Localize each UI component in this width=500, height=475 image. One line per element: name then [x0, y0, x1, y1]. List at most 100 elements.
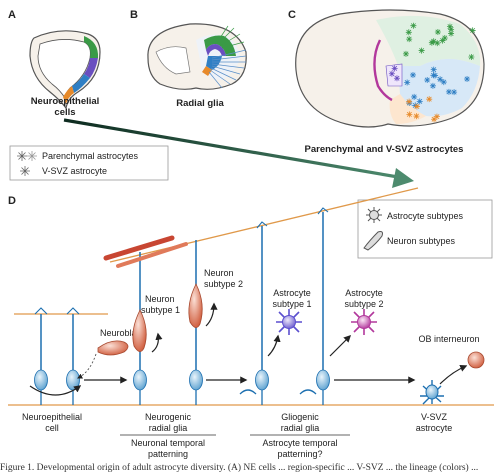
label-vsvz-astrocyte-line1: V-SVZ [421, 412, 448, 422]
label-neuronal-temporal-line1: Neuronal temporal [131, 438, 205, 448]
panel-c-letter: C [288, 9, 296, 21]
lineage-arrow [63, 118, 414, 188]
astrocyte-star [413, 103, 420, 110]
astrocyte-star [469, 27, 476, 34]
astrocyte-star [464, 75, 471, 82]
panel-a-letter: A [8, 9, 16, 21]
label-gliogenic-rg-line1: Gliogenic [281, 412, 319, 422]
astrocyte-star [428, 39, 435, 46]
astrocyte-star [434, 40, 441, 47]
panel-b-label: Radial glia [176, 98, 224, 109]
label-neuronal-temporal-line2: patterning [148, 449, 188, 459]
astrocyte-star [430, 66, 437, 73]
astrocyte-star [451, 89, 458, 96]
radial-fibers [40, 212, 324, 378]
astrocyte-subtype-icon [366, 207, 382, 223]
astrocyte-star [448, 26, 455, 33]
cell-feet [40, 389, 324, 405]
panel-b-letter: B [130, 9, 138, 21]
neuroblast-dotted-arrow [77, 353, 97, 379]
blood-vessels [103, 235, 188, 268]
pial-line-slanted [109, 187, 419, 263]
astrocyte-star [404, 79, 411, 86]
legend-neuron-subtypes: Neuron subtypes [387, 236, 456, 246]
panel-c-label: Parenchymal and V-SVZ astrocytes [305, 144, 464, 155]
astrocyte-subtype-2-cell [351, 309, 377, 335]
label-neuroepithelial-cell-line1: Neuroepithelial [22, 412, 82, 422]
astrocyte-star [391, 65, 398, 72]
cell-body-rg-3 [255, 369, 269, 391]
radial-glia-section-drawing [147, 23, 247, 90]
neuroblast-cell [97, 340, 129, 356]
cell-body-rg-1 [133, 369, 147, 391]
label-ob-interneuron: OB interneuron [418, 334, 479, 344]
astrocyte-stars-group [388, 22, 476, 123]
astrocyte-star [413, 113, 420, 120]
neuron-subtype-2-cell [188, 283, 203, 328]
right-legend: Astrocyte subtypes Neuron subtypes [357, 199, 493, 259]
top-endfeet [34, 207, 329, 315]
astrocyte-star [406, 111, 413, 118]
astrocyte-star [439, 37, 446, 44]
label-neurogenic-rg-line2: radial glia [149, 423, 188, 433]
astrocyte-star [445, 88, 452, 95]
astrocyte-star [406, 36, 413, 43]
astrocyte-star [405, 29, 412, 36]
astrocyte-star [416, 98, 423, 105]
top-legend: Parenchymal astrocytes V-SVZ astrocyte [9, 145, 169, 181]
label-neurogenic-rg-line1: Neurogenic [145, 412, 192, 422]
panel-a-label-line1: Neuroepithelial [31, 96, 100, 107]
label-astro2-line2: subtype 2 [344, 299, 383, 309]
label-neuron2-line1: Neuron [204, 268, 234, 278]
label-neuron1-line1: Neuron [145, 294, 175, 304]
astrocyte-star [412, 102, 419, 109]
label-astrocyte-temporal-line1: Astrocyte temporal [262, 438, 337, 448]
vsvz-astrocyte-cell [420, 380, 444, 405]
legend-vsvz-label: V-SVZ astrocyte [42, 166, 107, 176]
cell-body-rg-2 [189, 369, 203, 391]
label-astrocyte-temporal-line2: patterning? [277, 449, 322, 459]
legend-astrocyte-subtypes: Astrocyte subtypes [387, 211, 464, 221]
label-neuron2-line2: subtype 2 [204, 279, 243, 289]
neuron-subtype-icon [363, 231, 383, 251]
astrocyte-star [410, 22, 417, 29]
astrocyte-star [429, 82, 436, 89]
astrocyte-star [426, 96, 433, 103]
neuron-subtype-1-cell [132, 309, 147, 352]
label-astro1-line1: Astrocyte [273, 288, 311, 298]
astrocyte-star [409, 71, 416, 78]
label-neuroblast: Neuroblast [100, 328, 144, 338]
astrocyte-star [432, 72, 439, 79]
neuroepithelial-section-drawing [29, 30, 101, 110]
adult-brain-section-drawing [295, 9, 485, 128]
astrocyte-star [433, 113, 440, 120]
cell-body-ne-1 [34, 369, 48, 391]
astrocyte-star [418, 47, 425, 54]
vsvz-astrocyte-icon [20, 166, 30, 176]
label-neuroepithelial-cell-line2: cell [45, 423, 59, 433]
parenchymal-astrocyte-icon [17, 151, 27, 161]
ob-interneuron-cell [467, 351, 485, 369]
astrocyte-star [446, 23, 453, 30]
panel-a-label-line2: cells [54, 107, 75, 118]
astrocyte-star [431, 116, 438, 123]
label-gliogenic-rg-line2: radial glia [281, 423, 320, 433]
astrocyte-star [388, 70, 395, 77]
astrocyte-star [434, 28, 441, 35]
legend-parenchymal-label: Parenchymal astrocytes [42, 151, 139, 161]
astrocyte-star [393, 75, 400, 82]
astrocyte-star [402, 50, 409, 57]
astrocyte-subtype-1-cell [276, 309, 302, 335]
cell-body-ne-2 [66, 369, 80, 391]
panel-d-letter: D [8, 195, 16, 207]
label-neuron1-line2: subtype 1 [141, 305, 180, 315]
parenchymal-astrocyte-icon-2 [27, 151, 37, 161]
label-astro2-line1: Astrocyte [345, 288, 383, 298]
astrocyte-star [440, 79, 447, 86]
label-vsvz-astrocyte-line2: astrocyte [416, 423, 453, 433]
lineage-arrows [29, 302, 468, 396]
astrocyte-star [448, 30, 455, 37]
cell-body-rg-4 [316, 369, 330, 391]
astrocyte-star [406, 98, 413, 105]
astrocyte-star [468, 53, 475, 60]
